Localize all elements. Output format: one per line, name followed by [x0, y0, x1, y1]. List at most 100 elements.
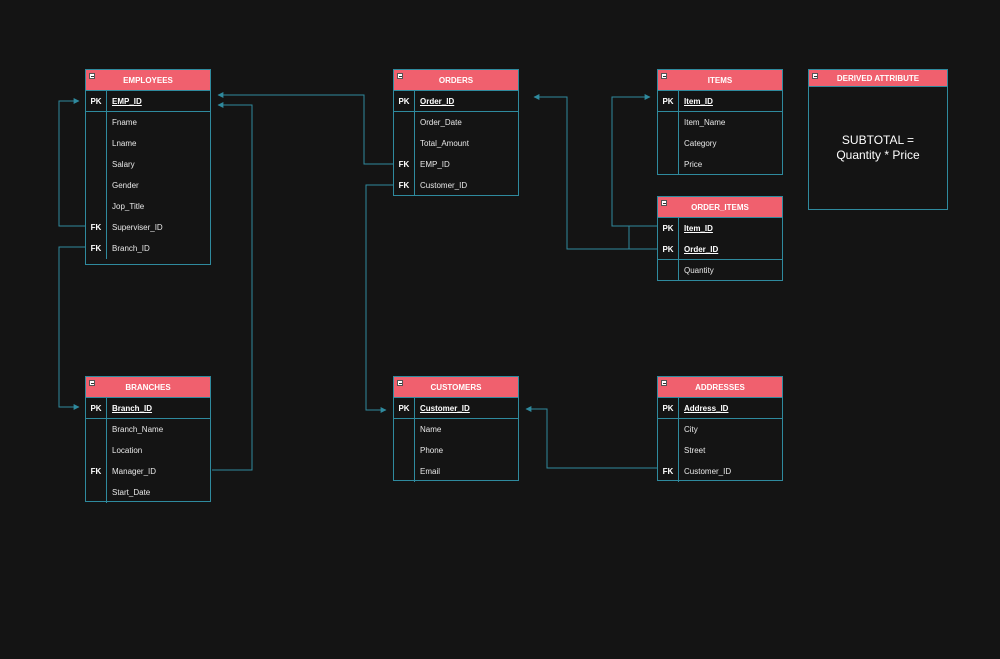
key-label: PK — [86, 91, 107, 111]
key-label — [86, 175, 107, 196]
table-row[interactable]: Category — [658, 133, 782, 154]
derived-attribute-box[interactable]: DERIVED ATTRIBUTE SUBTOTAL = Quantity * … — [808, 69, 948, 210]
employees-header[interactable]: EMPLOYEES — [86, 70, 210, 91]
key-label: PK — [658, 91, 679, 111]
collapse-icon[interactable] — [661, 200, 667, 206]
table-row[interactable]: City — [658, 419, 782, 440]
table-row[interactable]: Quantity — [658, 260, 782, 281]
attribute-name: Fname — [112, 118, 137, 127]
table-row[interactable]: Order_Date — [394, 112, 518, 133]
link-order-employee — [217, 92, 393, 165]
key-label — [86, 133, 107, 154]
derived-line-1: SUBTOTAL = — [841, 133, 915, 147]
link-orderitem-order — [533, 94, 657, 250]
collapse-icon[interactable] — [812, 73, 818, 79]
table-row[interactable]: Item_Name — [658, 112, 782, 133]
attribute-name: Item_ID — [684, 224, 713, 233]
key-label: FK — [394, 175, 415, 196]
table-row[interactable]: Salary — [86, 154, 210, 175]
collapse-icon[interactable] — [89, 380, 95, 386]
customers-header[interactable]: CUSTOMERS — [394, 377, 518, 398]
collapse-icon[interactable] — [89, 73, 95, 79]
attribute-name: Jop_Title — [112, 202, 145, 211]
key-label — [394, 440, 415, 461]
key-label — [658, 133, 679, 154]
attribute-name: Total_Amount — [420, 139, 469, 148]
key-label — [658, 112, 679, 133]
link-address-customer — [525, 406, 657, 469]
orders-header[interactable]: ORDERS — [394, 70, 518, 91]
table-row[interactable]: Email — [394, 461, 518, 482]
link-order-customer — [365, 184, 393, 413]
order-items-header[interactable]: ORDER_ITEMS — [658, 197, 782, 218]
table-row[interactable]: Gender — [86, 175, 210, 196]
attribute-name: Price — [684, 160, 703, 169]
derived-header[interactable]: DERIVED ATTRIBUTE — [809, 70, 947, 87]
key-label — [86, 482, 107, 503]
key-label: PK — [658, 218, 679, 239]
table-row[interactable]: Phone — [394, 440, 518, 461]
entity-title: ADDRESSES — [695, 383, 745, 392]
key-label — [394, 133, 415, 154]
attribute-name: Order_ID — [684, 245, 719, 254]
table-row[interactable]: PK Item_ID — [658, 218, 782, 239]
table-row[interactable]: Fname — [86, 112, 210, 133]
table-row[interactable]: FK Superviser_ID — [86, 217, 210, 238]
key-label: FK — [86, 217, 107, 238]
link-employee-branch — [58, 246, 85, 410]
table-row[interactable]: Price — [658, 154, 782, 175]
derived-formula: SUBTOTAL = Quantity * Price — [809, 87, 947, 209]
items-header[interactable]: ITEMS — [658, 70, 782, 91]
entity-title: ORDER_ITEMS — [691, 203, 749, 212]
link-manager-to-employee — [212, 102, 253, 471]
attribute-name: Start_Date — [112, 488, 151, 497]
collapse-icon[interactable] — [661, 73, 667, 79]
attribute-name: Salary — [112, 160, 135, 169]
table-row[interactable]: Total_Amount — [394, 133, 518, 154]
attribute-name: Email — [420, 467, 441, 476]
attribute-name: Superviser_ID — [112, 223, 163, 232]
collapse-icon[interactable] — [661, 380, 667, 386]
key-label: PK — [394, 398, 415, 418]
branches-header[interactable]: BRANCHES — [86, 377, 210, 398]
attribute-name: Order_ID — [420, 97, 455, 106]
table-row[interactable]: Branch_Name — [86, 419, 210, 440]
key-label: PK — [86, 398, 107, 418]
table-row[interactable]: Lname — [86, 133, 210, 154]
key-label: FK — [86, 461, 107, 482]
table-row[interactable]: Location — [86, 440, 210, 461]
table-row[interactable]: Start_Date — [86, 482, 210, 503]
attribute-name: Phone — [420, 446, 444, 455]
addresses-header[interactable]: ADDRESSES — [658, 377, 782, 398]
table-row[interactable]: Jop_Title — [86, 196, 210, 217]
collapse-icon[interactable] — [397, 73, 403, 79]
table-row[interactable]: Street — [658, 440, 782, 461]
table-row[interactable]: Name — [394, 419, 518, 440]
key-label — [86, 440, 107, 461]
key-label — [86, 112, 107, 133]
collapse-icon[interactable] — [397, 380, 403, 386]
attribute-name: Location — [112, 446, 143, 455]
key-label — [394, 112, 415, 133]
key-label — [86, 419, 107, 440]
